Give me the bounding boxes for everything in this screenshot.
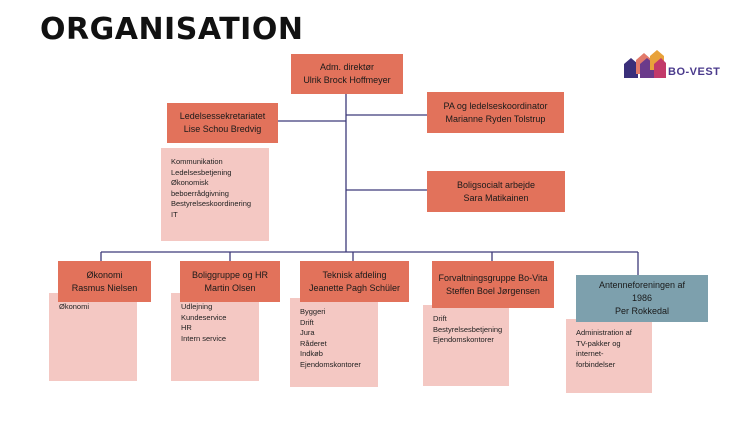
department-box-okonomi: Økonomi Rasmus Nielsen — [58, 261, 151, 302]
director-role: Adm. direktør — [319, 62, 374, 72]
department-box-forvaltningsgruppe: Forvaltningsgruppe Bo-Vita Steffen Boel … — [432, 261, 554, 308]
department-item: Jura — [300, 328, 315, 337]
staff-left-details: Kommunikation Ledelsesbetjening Økonomis… — [161, 148, 269, 241]
department-item: HR — [181, 323, 192, 332]
department-item: Ejendomskontorer — [300, 359, 361, 369]
staff-left-item: beboerrådgivning — [171, 188, 229, 198]
staff-left-box: Ledelsessekretariatet Lise Schou Bredvig — [167, 103, 278, 143]
staff-right-1-role: PA og ledelseskoordinator — [443, 100, 548, 111]
department-item: Drift — [433, 314, 447, 323]
staff-right-2-box: Boligsocialt arbejde Sara Matikainen — [427, 171, 565, 212]
department-item: Kundeservice — [181, 312, 227, 322]
department-item: Intern service — [181, 333, 227, 343]
bo-vest-logo-icon — [624, 50, 666, 78]
staff-right-2-role: Boligsocialt arbejde — [456, 179, 536, 190]
department-role: Antenneforeningen af 1986 — [598, 280, 686, 303]
staff-right-2-name: Sara Matikainen — [463, 192, 529, 203]
department-details: Udlejning Kundeservice HR Intern service — [171, 293, 259, 381]
department-details: Byggeri Drift Jura Råderet Indkøb Ejendo… — [290, 298, 378, 387]
department-item: Administration af — [576, 328, 632, 337]
staff-left-name: Lise Schou Bredvig — [183, 124, 262, 134]
department-item: Drift — [300, 317, 314, 327]
staff-left-item: Ledelsesbetjening — [171, 167, 232, 177]
department-item: Byggeri — [300, 307, 326, 316]
staff-left-item: Kommunikation — [171, 157, 223, 166]
department-box-antenneforeningen: Antenneforeningen af 1986 Per Rokkedal — [576, 275, 708, 322]
staff-left-item: Økonomisk — [171, 178, 209, 187]
department-box-teknisk: Teknisk afdeling Jeanette Pagh Schüler — [300, 261, 409, 302]
department-item: internet- — [576, 349, 604, 358]
page-title: ORGANISATION — [40, 12, 304, 47]
director-name: Ulrik Brock Hoffmeyer — [303, 75, 391, 85]
department-role: Forvaltningsgruppe Bo-Vita — [438, 272, 548, 283]
director-box: Adm. direktør Ulrik Brock Hoffmeyer — [291, 54, 403, 94]
department-item: Ejendomskontorer — [433, 335, 494, 344]
department-item: forbindelser — [576, 359, 616, 369]
staff-left-item: IT — [171, 209, 178, 219]
staff-right-1-box: PA og ledelseskoordinator Marianne Ryden… — [427, 92, 564, 133]
department-name: Per Rokkedal — [614, 306, 670, 316]
department-item: Udlejning — [181, 302, 213, 311]
logo-text: BO-VEST — [668, 66, 721, 78]
department-item: Bestyrelsesbetjening — [433, 324, 503, 334]
department-item: Indkøb — [300, 349, 323, 358]
staff-left-item: Bestyrelseskoordinering — [171, 199, 252, 208]
department-name: Steffen Boel Jørgensen — [446, 285, 540, 296]
department-role: Boliggruppe og HR — [191, 269, 269, 280]
department-name: Rasmus Nielsen — [71, 282, 138, 293]
department-name: Jeanette Pagh Schüler — [308, 282, 401, 293]
department-role: Økonomi — [86, 269, 123, 280]
department-details: Administration af TV-pakker og internet-… — [566, 319, 652, 393]
department-item: Råderet — [300, 338, 327, 348]
department-details: Økonomi — [49, 293, 137, 381]
department-item: TV-pakker og — [576, 338, 621, 348]
staff-right-1-name: Marianne Ryden Tolstrup — [445, 113, 546, 124]
department-role: Teknisk afdeling — [322, 269, 387, 280]
staff-left-role: Ledelsessekretariatet — [179, 111, 266, 121]
department-item: Økonomi — [59, 302, 90, 311]
department-details: Drift Bestyrelsesbetjening Ejendomskonto… — [423, 305, 509, 386]
department-name: Martin Olsen — [204, 282, 256, 293]
department-box-boliggruppe: Boliggruppe og HR Martin Olsen — [180, 261, 280, 302]
